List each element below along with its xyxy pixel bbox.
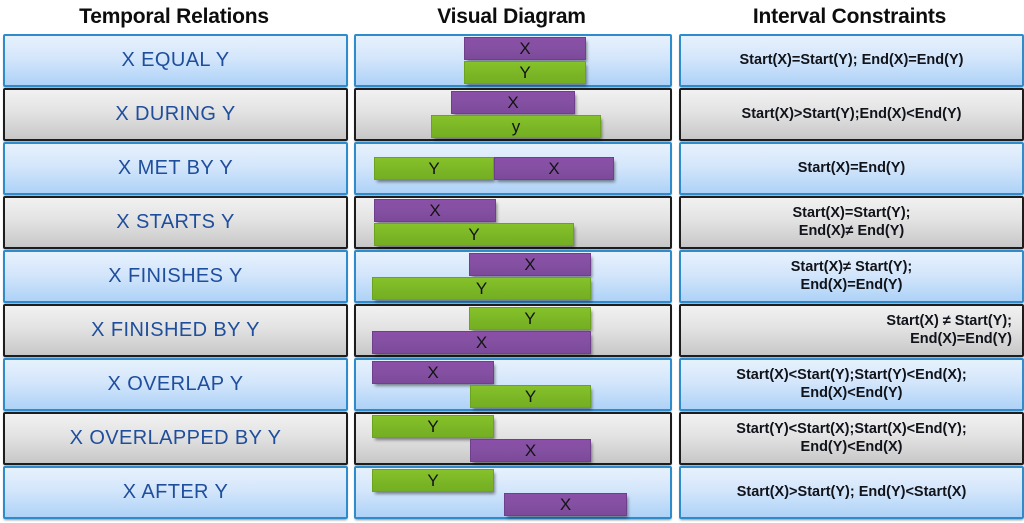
constraint-cell: Start(Y)<Start(X);Start(X)<End(Y); End(Y… [679,412,1024,465]
relation-cell: X AFTER Y [3,466,348,519]
header-temporal-relations: Temporal Relations [79,5,269,28]
interval-bar-x: X [494,157,614,180]
constraint-cell: Start(X)>Start(Y);End(X)<End(Y) [679,88,1024,141]
constraint-cell: Start(X)=End(Y) [679,142,1024,195]
header-visual-diagram: Visual Diagram [437,5,586,28]
interval-bar-label: X [559,494,572,514]
interval-bar-x: X [372,331,591,354]
constraint-text: Start(X)>Start(Y);End(X)<End(Y) [741,105,962,122]
interval-bar-x: X [464,37,586,60]
interval-bar-y: Y [469,307,591,330]
interval-bar-label: Y [427,470,439,490]
relation-label: X MET BY Y [117,157,234,179]
interval-bar-x: X [470,439,591,462]
relation-label: X DURING Y [115,103,236,125]
relation-cell: X DURING Y [3,88,348,141]
constraint-cell: Start(X) ≠ Start(Y); End(X)=End(Y) [679,304,1024,357]
relation-label: X OVERLAPPED BY Y [69,427,282,449]
interval-bar-y: Y [470,385,591,408]
constraint-text: Start(X)>Start(Y); End(Y)<Start(X) [736,483,967,500]
constraint-text: Start(X) ≠ Start(Y); End(X)=End(Y) [886,312,1012,347]
interval-bar-label: X [548,158,560,178]
constraint-text: Start(X)=Start(Y); End(X)≠ End(Y) [792,204,911,239]
interval-bar-label: Y [524,386,537,406]
constraint-cell: Start(X)>Start(Y); End(Y)<Start(X) [679,466,1024,519]
interval-bar-x: X [374,199,496,222]
interval-bar-x: X [372,361,494,384]
header-interval-constraints: Interval Constraints [752,5,947,28]
constraint-text: Start(X)<Start(Y);Start(Y)<End(X); End(X… [736,366,967,401]
relation-label: X OVERLAP Y [107,373,244,395]
interval-bar-y: Y [464,61,586,84]
constraint-cell: Start(X)=Start(Y); End(X)≠ End(Y) [679,196,1024,249]
interval-bar-y: Y [374,223,574,246]
interval-bar-y: Y [372,415,494,438]
relation-label: X EQUAL Y [121,49,230,71]
interval-bar-label: Y [475,278,488,298]
relation-cell: X STARTS Y [3,196,348,249]
interval-bar-label: y [511,116,521,136]
interval-bar-label: X [524,254,536,274]
relation-label: X FINISHES Y [108,265,243,287]
interval-bar-y: Y [374,157,494,180]
interval-bar-label: X [429,200,441,220]
constraint-text: Start(X)=Start(Y); End(X)=End(Y) [739,51,964,68]
interval-bar-label: X [519,38,531,58]
interval-bar-y: Y [372,469,494,492]
table-header-row: Temporal Relations Visual Diagram Interv… [0,0,1024,34]
relation-label: X FINISHED BY Y [91,319,260,341]
relation-cell: X EQUAL Y [3,34,348,87]
interval-bar-label: X [475,332,488,352]
constraint-text: Start(X)=End(Y) [797,159,906,176]
constraint-cell: Start(X)≠ Start(Y); End(X)=End(Y) [679,250,1024,303]
relation-cell: X MET BY Y [3,142,348,195]
relation-cell: X OVERLAP Y [3,358,348,411]
interval-bar-x: X [469,253,591,276]
interval-bar-label: Y [519,62,531,82]
constraint-text: Start(Y)<Start(X);Start(X)<End(Y); End(Y… [736,420,967,455]
relation-label: X AFTER Y [122,481,229,503]
interval-bar-label: Y [524,308,536,328]
relation-label: X STARTS Y [116,211,235,233]
interval-bar-x: X [451,91,575,114]
interval-bar-label: X [524,440,537,460]
relation-cell: X FINISHED BY Y [3,304,348,357]
interval-bar-label: Y [427,416,439,436]
interval-bar-y: Y [372,277,591,300]
interval-bar-x: X [504,493,627,516]
interval-bar-label: Y [468,224,480,244]
relation-cell: X OVERLAPPED BY Y [3,412,348,465]
interval-bar-label: X [507,92,519,112]
interval-bar-label: Y [428,158,440,178]
interval-bar-label: X [427,362,439,382]
constraint-text: Start(X)≠ Start(Y); End(X)=End(Y) [790,258,913,293]
constraint-cell: Start(X)=Start(Y); End(X)=End(Y) [679,34,1024,87]
constraint-cell: Start(X)<Start(Y);Start(Y)<End(X); End(X… [679,358,1024,411]
interval-bar-y: y [431,115,601,138]
relation-cell: X FINISHES Y [3,250,348,303]
